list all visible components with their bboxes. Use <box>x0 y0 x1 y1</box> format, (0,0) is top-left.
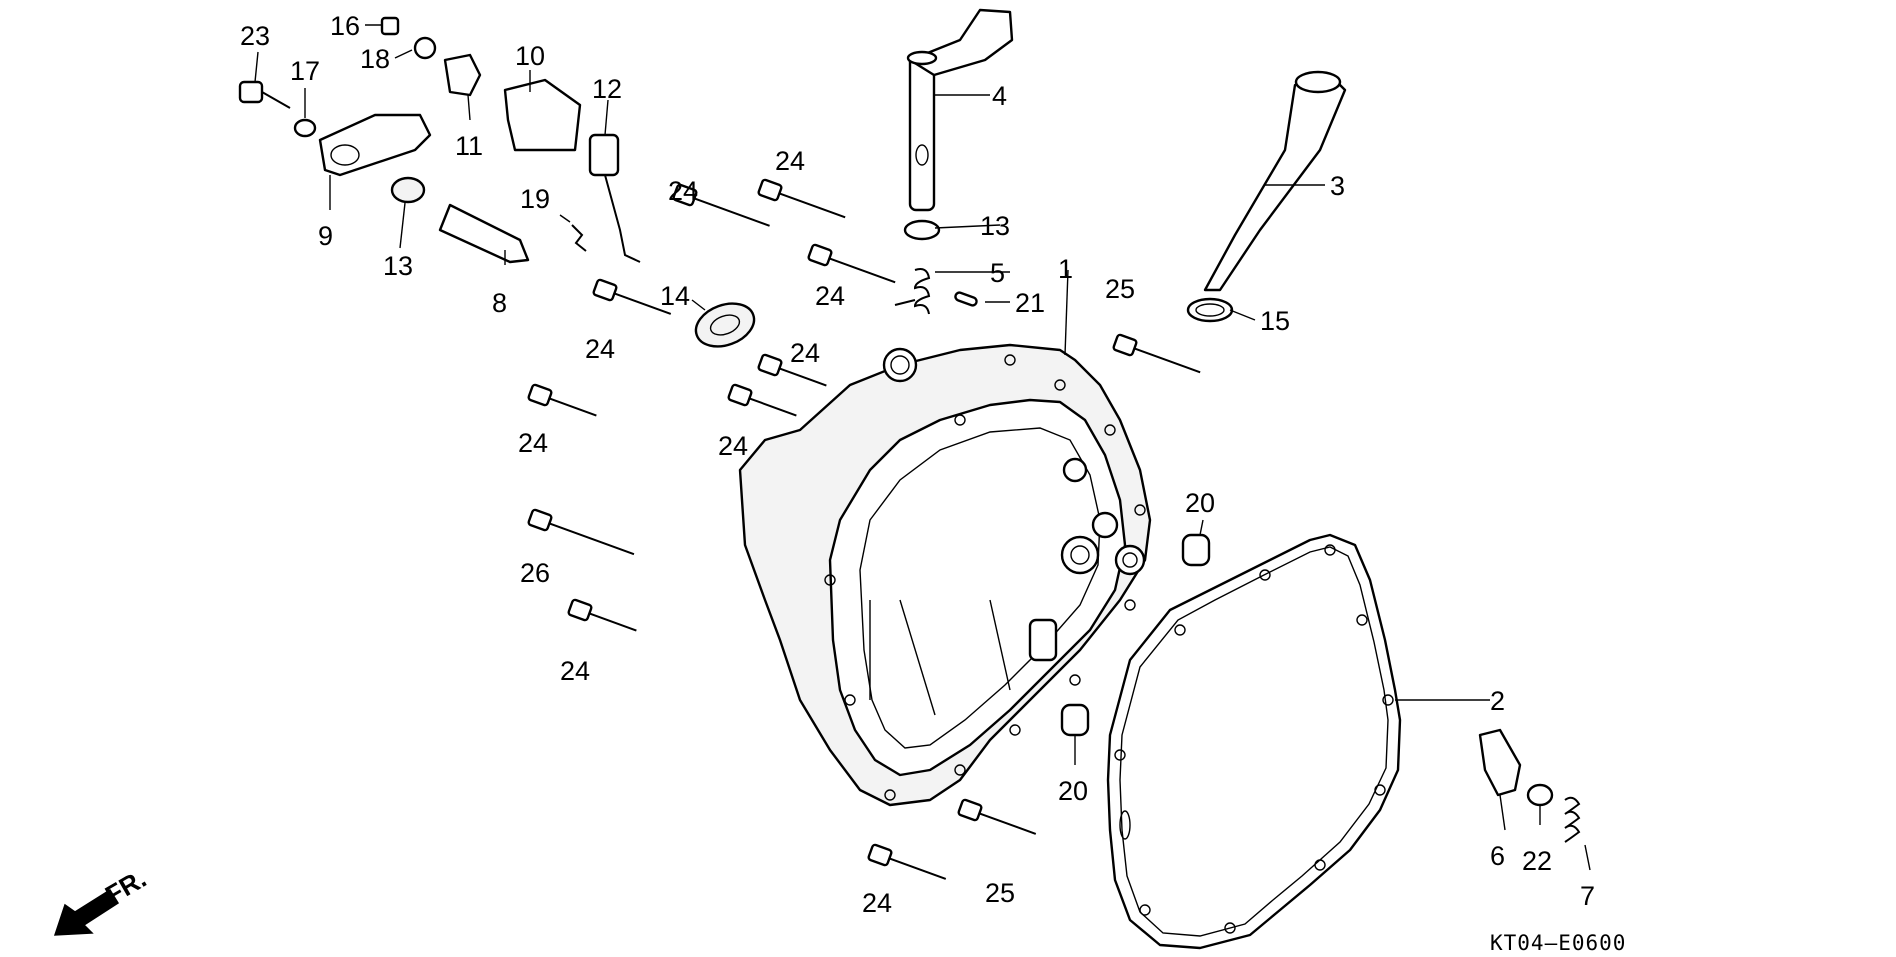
callout-6: 6 <box>1490 841 1505 871</box>
callout-24f: 24 <box>718 431 748 461</box>
callout-13a: 13 <box>383 251 413 281</box>
callout-20b: 20 <box>1058 776 1088 806</box>
callout-17: 17 <box>290 56 320 86</box>
callout-24h: 24 <box>560 656 590 686</box>
callout-1: 1 <box>1058 254 1073 284</box>
callout-24e: 24 <box>790 338 820 368</box>
callout-25a: 25 <box>1105 274 1135 304</box>
callout-9: 9 <box>318 221 333 251</box>
oil-dipstick <box>1186 70 1347 323</box>
stopper-parts <box>1478 728 1581 843</box>
leader-lines <box>254 24 1591 871</box>
dowel-pins <box>1060 533 1211 737</box>
o-ring <box>1186 297 1234 323</box>
callout-24i: 24 <box>862 888 892 918</box>
oil-seal <box>903 219 941 241</box>
callout-20a: 20 <box>1185 488 1215 518</box>
callout-8: 8 <box>492 288 507 318</box>
callout-23: 23 <box>240 21 270 51</box>
crankcase-cover <box>738 343 1152 807</box>
callout-18: 18 <box>360 44 390 74</box>
return-spring <box>894 268 978 315</box>
diagram-code: KT04–E0600 <box>1490 931 1626 955</box>
callout-26: 26 <box>520 558 550 588</box>
callout-labels: 1 2 3 4 5 6 7 8 9 10 11 12 13 13 14 15 1… <box>240 11 1595 918</box>
callout-24a: 24 <box>775 146 805 176</box>
callout-24c: 24 <box>815 281 845 311</box>
callout-5: 5 <box>990 258 1005 288</box>
callout-24b: 24 <box>668 176 698 206</box>
front-direction-arrow: FR. <box>53 863 151 936</box>
callout-16: 16 <box>330 11 360 41</box>
callout-12: 12 <box>592 74 622 104</box>
callout-24d: 24 <box>585 334 615 364</box>
callout-11: 11 <box>455 131 483 161</box>
bearing <box>694 302 756 348</box>
callout-15: 15 <box>1260 306 1290 336</box>
callout-21: 21 <box>1015 288 1045 318</box>
callout-19: 19 <box>520 184 550 214</box>
callout-22: 22 <box>1522 846 1552 876</box>
small-parts <box>238 16 641 264</box>
callout-3: 3 <box>1330 171 1345 201</box>
callout-7: 7 <box>1580 881 1595 911</box>
callout-24g: 24 <box>518 428 548 458</box>
callout-14: 14 <box>660 281 690 311</box>
gasket <box>1106 533 1402 950</box>
callout-4: 4 <box>992 81 1007 111</box>
callout-10: 10 <box>515 41 545 71</box>
shift-shaft <box>903 8 1014 241</box>
bolts <box>527 178 1201 880</box>
callout-2: 2 <box>1490 686 1505 716</box>
callout-13b: 13 <box>980 211 1010 241</box>
callout-25b: 25 <box>985 878 1015 908</box>
